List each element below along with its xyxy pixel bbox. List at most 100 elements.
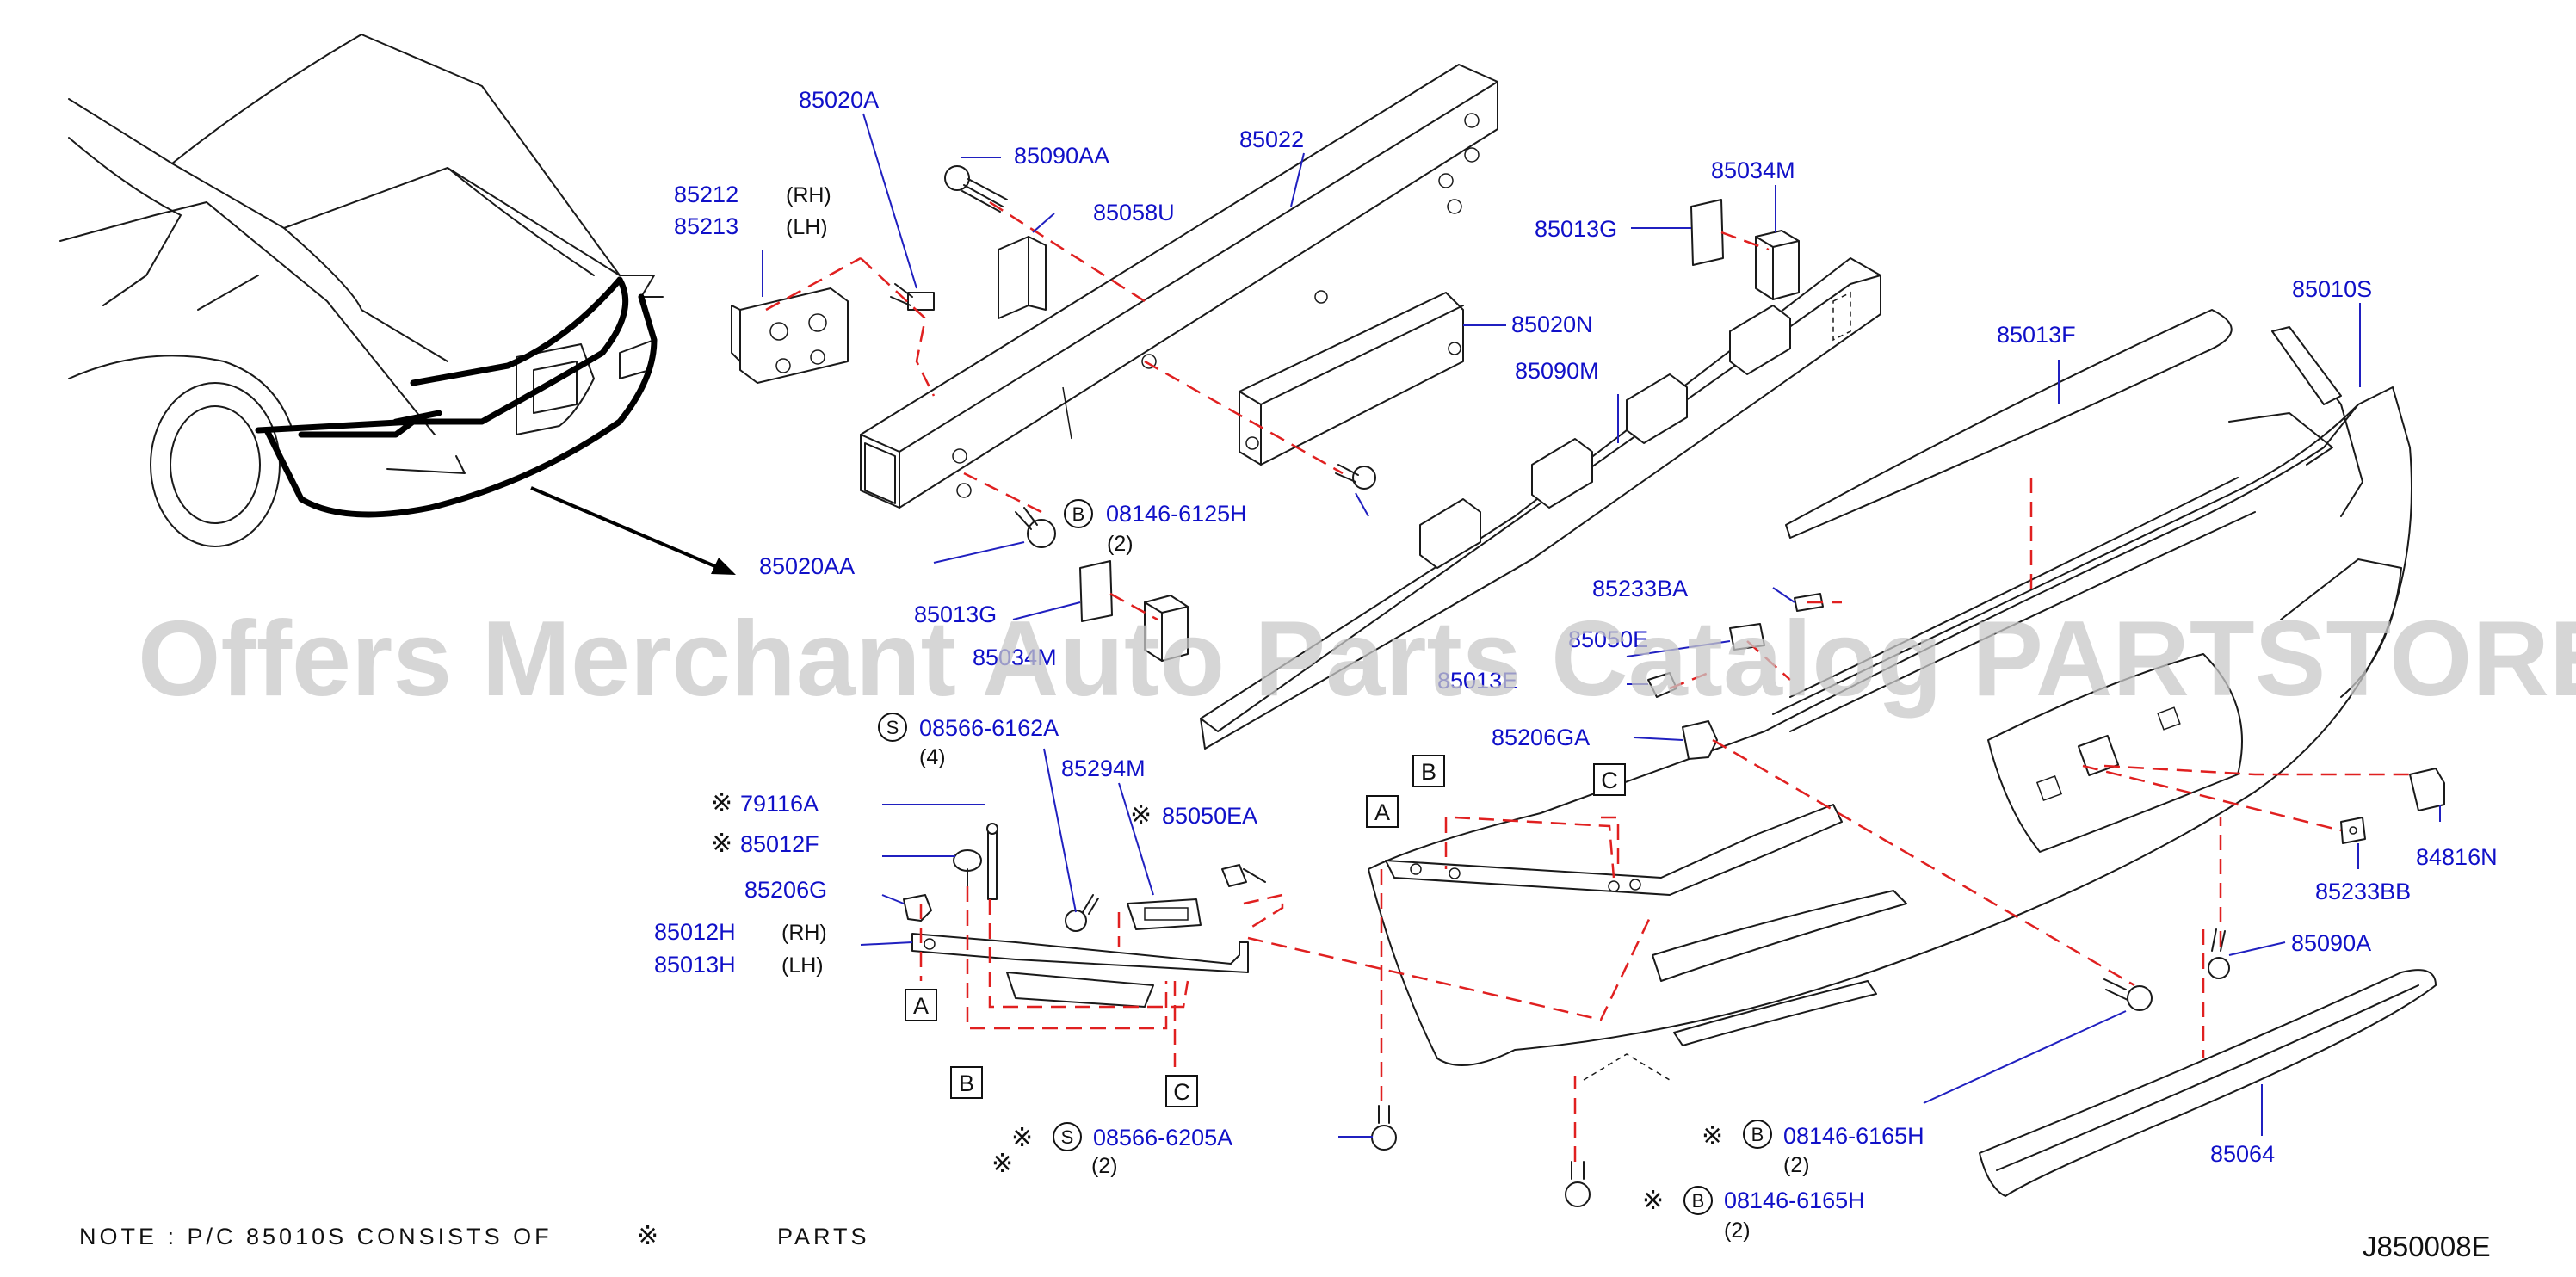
svg-text:C: C — [1173, 1079, 1190, 1105]
svg-text:C: C — [1601, 768, 1618, 793]
bolt-08146-6165H-a-icon — [1371, 1105, 1397, 1151]
svg-text:(2): (2) — [1107, 532, 1134, 556]
label-85213[interactable]: 85213 — [674, 213, 738, 239]
pin-79116A-icon — [986, 823, 998, 900]
label-84816N[interactable]: 84816N — [2416, 844, 2498, 870]
svg-text:(4): (4) — [919, 745, 946, 769]
label-85212[interactable]: 85212 — [674, 182, 738, 207]
label-85090M[interactable]: 85090M — [1515, 358, 1599, 384]
callout-b1: B — [950, 1066, 983, 1099]
label-85020N[interactable]: 85020N — [1511, 312, 1593, 337]
label-08146-6165H-a[interactable]: ※ B 08146-6165H (2) — [1702, 1120, 1924, 1177]
svg-text:(2): (2) — [1724, 1218, 1751, 1243]
label-85010S[interactable]: 85010S — [2292, 276, 2372, 302]
svg-text:※: ※ — [1130, 800, 1152, 830]
label-08566-6205A[interactable]: ※ ※ S 08566-6205A (2) — [991, 1122, 1232, 1179]
grommet-85206GA-icon — [1682, 720, 1718, 760]
callout-c1: C — [1165, 1075, 1198, 1107]
clip-85233BB-icon — [2340, 817, 2366, 844]
label-85013E-partial[interactable]: 85013E — [1437, 668, 1517, 694]
label-85213-lh: (LH) — [786, 215, 828, 239]
energy-absorber-85090M — [1200, 257, 1881, 750]
label-85012H-rh: (RH) — [781, 921, 827, 945]
svg-text:08566-6205A: 08566-6205A — [1093, 1125, 1232, 1151]
label-85090A[interactable]: 85090A — [2291, 930, 2371, 956]
label-85022[interactable]: 85022 — [1239, 126, 1304, 152]
svg-text:08146-6125H: 08146-6125H — [1106, 501, 1247, 527]
label-85233BB[interactable]: 85233BB — [2315, 879, 2411, 904]
callout-a1: A — [905, 989, 937, 1021]
svg-text:85050EA: 85050EA — [1162, 803, 1257, 829]
inner-bracket-right — [1385, 804, 1843, 896]
label-85050E-partial[interactable]: 85050E — [1568, 626, 1648, 652]
label-08566-6162A[interactable]: S 08566-6162A (4) — [878, 713, 1059, 769]
svg-text:B: B — [1072, 503, 1085, 525]
strip-85013F — [1785, 309, 2233, 539]
label-85013H[interactable]: 85013H — [654, 952, 736, 978]
bracket-85020N — [1239, 292, 1464, 466]
clip-85013E-icon — [1647, 672, 1677, 698]
bracket-85058U-icon — [998, 236, 1047, 319]
label-85012F[interactable]: ※ 85012F — [711, 829, 819, 859]
svg-text:08146-6165H: 08146-6165H — [1783, 1123, 1924, 1149]
label-85013H-lh: (LH) — [781, 953, 824, 978]
label-85206G[interactable]: 85206G — [744, 877, 827, 903]
bracket-85012H — [911, 898, 1249, 1008]
label-85034M[interactable]: 85034M — [1711, 157, 1795, 183]
svg-text:08566-6162A: 08566-6162A — [919, 715, 1059, 741]
label-08146-6125H[interactable]: B 08146-6125H (2) — [1064, 499, 1247, 556]
svg-text:※: ※ — [991, 1149, 1013, 1179]
label-85206GA[interactable]: 85206GA — [1492, 725, 1590, 750]
pad-84816N-icon — [2409, 768, 2445, 811]
label-85013G-mid[interactable]: 85013G — [914, 601, 997, 627]
svg-text:(2): (2) — [1091, 1154, 1118, 1178]
screw-08566-6162A-icon — [1065, 894, 1099, 932]
svg-text:B: B — [1751, 1124, 1764, 1145]
svg-text:S: S — [1061, 1126, 1074, 1148]
svg-text:A: A — [913, 993, 929, 1019]
svg-text:※: ※ — [711, 788, 732, 818]
label-85050EA[interactable]: ※ 85050EA — [1130, 800, 1257, 830]
svg-text:S: S — [886, 717, 899, 738]
svg-text:79116A: 79116A — [740, 791, 819, 817]
footer-note: NOTE : P/C 85010S CONSISTS OF ※ PARTS — [79, 1221, 870, 1251]
label-85013G-top[interactable]: 85013G — [1535, 216, 1617, 242]
callout-b2: B — [1412, 755, 1445, 787]
label-85294M[interactable]: 85294M — [1061, 756, 1146, 781]
valance-85064 — [1979, 969, 2437, 1197]
svg-text:※: ※ — [1011, 1123, 1033, 1153]
bolt-85090AA-icon — [944, 165, 1008, 213]
svg-text:85012F: 85012F — [740, 831, 819, 857]
grommet-85206G-icon — [903, 894, 932, 922]
label-85233BA[interactable]: 85233BA — [1592, 576, 1688, 601]
label-85064[interactable]: 85064 — [2210, 1141, 2275, 1167]
clip-85050E-icon — [1729, 623, 1765, 651]
svg-text:※: ※ — [1702, 1121, 1723, 1151]
label-85020A[interactable]: 85020A — [799, 87, 879, 113]
label-85058U[interactable]: 85058U — [1093, 200, 1175, 225]
pad-85013G-top-icon — [1690, 199, 1724, 266]
label-85020AA[interactable]: 85020AA — [759, 553, 855, 579]
bumper-side-bracket — [731, 287, 849, 384]
bolt-mid-right-icon — [2103, 978, 2153, 1011]
label-08146-6165H-b[interactable]: ※ B 08146-6165H (2) — [1642, 1186, 1865, 1243]
label-85012H[interactable]: 85012H — [654, 919, 736, 945]
clip-85012F-icon — [953, 849, 982, 887]
bumper-reinforcement-beam — [860, 64, 1498, 509]
label-85090AA[interactable]: 85090AA — [1014, 143, 1109, 169]
svg-text:※: ※ — [711, 829, 732, 859]
svg-text:PARTS: PARTS — [777, 1224, 870, 1249]
svg-text:B: B — [959, 1070, 974, 1096]
pad-85013G-mid-icon — [1079, 560, 1113, 622]
spacer-85034M-mid-icon — [1144, 595, 1189, 662]
bumper-fascia-85010S — [1368, 326, 2412, 1081]
label-85013F[interactable]: 85013F — [1997, 322, 2076, 348]
label-79116A[interactable]: ※ 79116A — [711, 788, 819, 818]
bolt-under-85020N-icon — [1335, 464, 1376, 490]
bolt-85090A-icon — [2208, 928, 2230, 979]
bolt-08146-6165H-b-icon — [1565, 1161, 1591, 1207]
svg-text:※: ※ — [637, 1221, 658, 1251]
label-85212-rh: (RH) — [786, 183, 831, 207]
label-85034M-partial[interactable]: 85034M — [973, 645, 1057, 670]
